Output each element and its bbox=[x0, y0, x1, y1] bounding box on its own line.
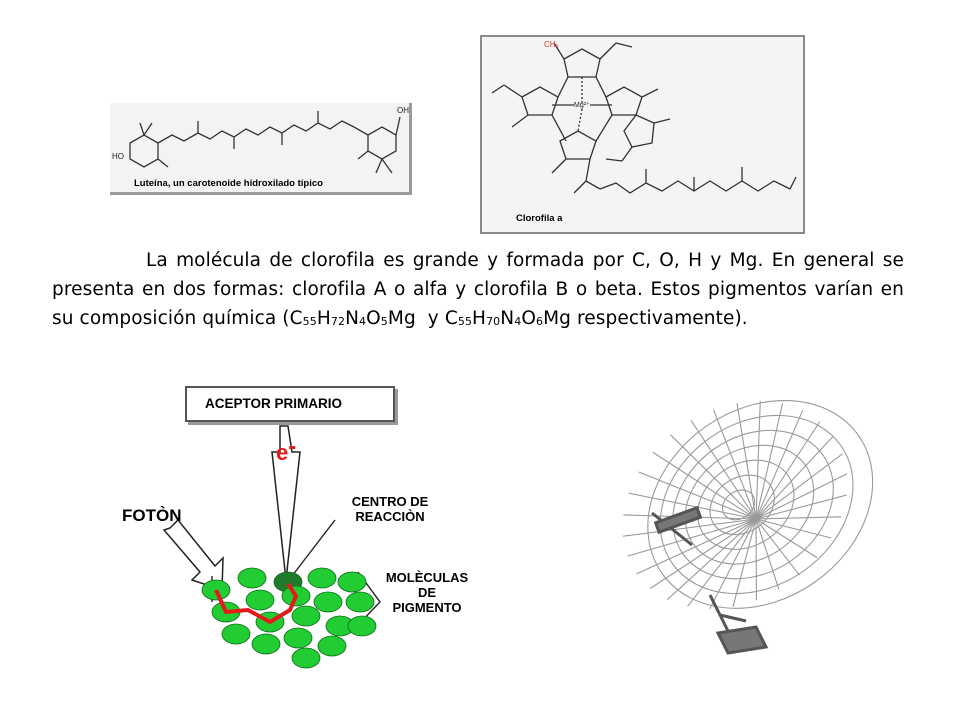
lutein-structure-drawing: HO OH bbox=[112, 106, 409, 174]
dish-rib bbox=[628, 492, 757, 520]
paragraph-text: La molécula de clorofila es grande y for… bbox=[52, 250, 904, 329]
chlorophyll-description-paragraph: La molécula de clorofila es grande y for… bbox=[52, 246, 904, 333]
chlorophyll-highlight-group: CH₃ bbox=[544, 40, 559, 49]
reaction-center-diagram: ACEPTOR PRIMARIO e- FOTÒN CENTRO DE REAC… bbox=[100, 380, 500, 680]
formula-chlorophyll-a: C55H72N4O5Mg bbox=[289, 308, 416, 329]
electron-transfer-arrow bbox=[271, 425, 301, 581]
pigment-molecule bbox=[313, 591, 343, 613]
pigment-molecule bbox=[307, 567, 337, 589]
dish-rib bbox=[652, 451, 757, 520]
chlorophyll-caption: Clorofila a bbox=[516, 213, 563, 224]
pigment-molecules-label: MOLÈCULAS DE PIGMENTO bbox=[385, 570, 469, 615]
dish-rib bbox=[755, 410, 804, 520]
dish-rib bbox=[713, 409, 757, 520]
dish-ring bbox=[672, 429, 834, 580]
dish-rib bbox=[755, 518, 780, 590]
dish-rib bbox=[755, 453, 843, 520]
dish-rib bbox=[755, 403, 784, 520]
paragraph-connector: y bbox=[415, 308, 445, 329]
pigment-molecule bbox=[337, 571, 367, 593]
dish-rib bbox=[755, 494, 847, 520]
chlorophyll-mg-center: Mg²⁺ bbox=[574, 102, 590, 109]
lutein-ho-label: HO bbox=[112, 152, 124, 161]
dish-rib bbox=[622, 518, 757, 537]
pigment-molecule bbox=[237, 567, 267, 589]
dish-rib bbox=[709, 518, 757, 610]
pigment-molecule bbox=[221, 623, 251, 645]
pigment-molecule bbox=[347, 615, 377, 637]
dish-ring bbox=[659, 414, 854, 595]
dish-rib bbox=[755, 435, 834, 520]
dish-rib bbox=[755, 518, 818, 559]
dish-rib bbox=[638, 471, 757, 520]
lutein-oh-label: OH bbox=[397, 106, 409, 115]
dish-rib bbox=[687, 518, 757, 607]
dish-rib bbox=[755, 421, 821, 520]
dish-rib bbox=[666, 518, 757, 600]
satellite-dish-illustration bbox=[560, 395, 900, 685]
pigment-molecule bbox=[283, 627, 313, 649]
primary-acceptor-box: ACEPTOR PRIMARIO bbox=[185, 386, 395, 422]
pigment-molecule bbox=[317, 635, 347, 657]
pigment-molecule bbox=[251, 633, 281, 655]
paragraph-ending: respectivamente). bbox=[571, 308, 748, 329]
energy-transfer-path bbox=[214, 582, 298, 624]
reaction-center-pointer bbox=[291, 519, 336, 577]
pigment-molecule bbox=[291, 605, 321, 627]
satellite-dish-drawing bbox=[622, 399, 874, 655]
dish-ring bbox=[647, 399, 874, 609]
pigment-molecule bbox=[345, 591, 375, 613]
electron-label: e- bbox=[276, 433, 297, 465]
chlorophyll-structure-drawing: CH₃ Mg²⁺ bbox=[491, 40, 797, 194]
reaction-center-drawing bbox=[162, 425, 381, 669]
dish-rib bbox=[755, 518, 800, 576]
dish-rib bbox=[627, 518, 757, 557]
dish-rib bbox=[636, 518, 757, 575]
dish-rib bbox=[670, 434, 757, 520]
pigment-molecule bbox=[245, 589, 275, 611]
dish-rib bbox=[736, 403, 757, 520]
dish-rib bbox=[755, 473, 848, 520]
dish-rib bbox=[649, 518, 757, 589]
dish-rib bbox=[732, 518, 757, 607]
dish-rib bbox=[690, 420, 757, 520]
lutein-structure-figure: HO OH Luteína, un carotenoide hidroxilad… bbox=[110, 103, 412, 195]
pigment-molecule bbox=[291, 647, 321, 669]
formula-chlorophyll-b: C55H70N4O6Mg bbox=[444, 308, 572, 329]
dish-rib bbox=[755, 401, 761, 520]
photon-label: FOTÒN bbox=[122, 506, 182, 525]
reaction-center-label: CENTRO DE REACCIÒN bbox=[351, 494, 429, 524]
photon-arrow bbox=[162, 518, 224, 592]
pigment-molecules bbox=[201, 567, 377, 669]
dish-rib bbox=[755, 518, 832, 539]
chlorophyll-structure-figure: CH₃ Mg²⁺ Clorofila a bbox=[480, 35, 805, 234]
lutein-caption: Luteína, un carotenoide hidroxilado típi… bbox=[134, 178, 323, 189]
dish-rib bbox=[755, 516, 842, 520]
